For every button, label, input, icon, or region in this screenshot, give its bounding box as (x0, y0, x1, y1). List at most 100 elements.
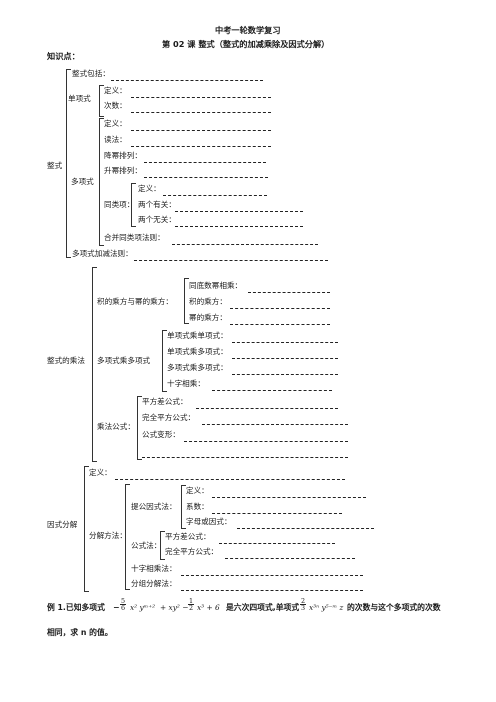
chengfa-gongshi-brace (137, 396, 142, 460)
shizi-blank[interactable] (212, 390, 332, 391)
example-mid: 是六次四项式,单项式 (226, 603, 300, 612)
example-fraction-2: 1 2 (188, 597, 195, 613)
fraction-2-denominator: 2 (189, 604, 194, 613)
zhengshi-baokuo-label: 整式包括： (72, 69, 110, 78)
yinshi-pingfangcha-blank[interactable] (219, 543, 335, 544)
duo-brace (162, 330, 167, 392)
tigong-zimu-label: 字母或因式： (186, 517, 232, 526)
example-term-3: x³ + 6 (197, 603, 220, 612)
yinshi-gongshi-brace (160, 531, 165, 560)
chengfa-brace (92, 267, 97, 462)
danxiangshi-label: 单项式 (68, 94, 91, 103)
hebing-blank[interactable] (172, 244, 318, 245)
tigong-label: 提公因式法： (131, 502, 177, 511)
bianxing-label: 公式变形： (142, 430, 180, 439)
yinshi-gongshi-label: 公式法： (131, 541, 162, 550)
duoxiangshi-dufa-label: 读法： (104, 135, 127, 144)
pingfangcha-blank[interactable] (196, 408, 338, 409)
fraction-2-numerator: 1 (188, 597, 195, 606)
danxiangshi-cishu-label: 次数： (104, 101, 127, 110)
ji-cheng-brace (184, 278, 189, 324)
danxiangshi-dingyi-blank[interactable] (131, 97, 271, 98)
jide-blank[interactable] (230, 308, 330, 309)
yinshi-brace (84, 466, 89, 592)
jide-label: 积的乘方： (189, 297, 227, 306)
tongleixiang-dingyi-blank[interactable] (163, 195, 267, 196)
example-term-4: x³ⁿ y⁵⁻ᵐ z (309, 603, 344, 612)
tongleixiang-label: 同类项： (104, 200, 135, 209)
duo-label: 多项式乘多项式 (97, 356, 151, 365)
tigong-dingyi-blank[interactable] (212, 497, 366, 498)
dan-duo-blank[interactable] (232, 358, 338, 359)
tigong-dingyi-label: 定义： (186, 486, 209, 495)
tongleixiang-brace (131, 183, 136, 227)
yinshi-dingyi-blank[interactable] (115, 479, 345, 480)
yinshi-wanquan-blank[interactable] (225, 558, 355, 559)
wanquan-label: 完全平方公式： (142, 413, 196, 422)
yinshi-shizi-blank[interactable] (181, 575, 363, 576)
fenzu-label: 分组分解法： (131, 579, 177, 588)
duoxiangshi-shengmi-blank[interactable] (144, 177, 268, 178)
duoxiangshi-label: 多项式 (71, 177, 94, 186)
zhengshi-root-label: 整式 (47, 161, 63, 170)
tigong-brace (181, 485, 186, 529)
chengfa-gongshi-label: 乘法公式： (97, 422, 135, 431)
jiajian-blank[interactable] (134, 260, 328, 261)
bianxing-blank-1[interactable] (184, 441, 348, 442)
yinshi-dingyi-label: 定义： (89, 468, 112, 477)
minus-sign: − (113, 603, 120, 612)
fraction-3-numerator: 2 (300, 597, 307, 606)
fraction-3-denominator: 3 (301, 604, 306, 613)
chengfa-root-label: 整式的乘法 (47, 356, 85, 365)
example-suffix: 的次数与这个多项式的次数 (347, 603, 441, 612)
example-term-1: x² yᵐ⁺² (130, 603, 156, 612)
duoxiangshi-dingyi-label: 定义： (104, 119, 127, 128)
dan-duo-label: 单项式乘多项式： (167, 347, 228, 356)
bianxing-blank-2[interactable] (142, 457, 348, 458)
lesson-subtitle: 第 02 课 整式（整式的加减乘除及因式分解） (162, 39, 330, 49)
example-prefix: 例 1.已知多项式 (47, 603, 105, 612)
mide-blank[interactable] (230, 324, 330, 325)
duo-duo-blank[interactable] (232, 374, 338, 375)
wanquan-blank[interactable] (202, 424, 348, 425)
tongdi-label: 同底数幂相乘： (189, 281, 243, 290)
duoxiangshi-dingyi-blank[interactable] (131, 130, 271, 131)
duoxiangshi-jiangmi-blank[interactable] (144, 162, 266, 163)
fangfa-label: 分解方法： (89, 531, 127, 540)
tongleixiang-wuguan-label: 两个无关： (138, 215, 176, 224)
zhengshi-baokuo-blank[interactable] (111, 80, 263, 81)
tongleixiang-youguan-blank[interactable] (175, 211, 303, 212)
danxiangshi-cishu-blank[interactable] (131, 112, 271, 113)
shizi-label: 十字相乘： (167, 379, 205, 388)
danxiangshi-brace (99, 85, 104, 117)
example-fraction-1: 5 6 (120, 597, 127, 613)
tongleixiang-dingyi-label: 定义： (138, 184, 161, 193)
duoxiangshi-brace (99, 118, 104, 246)
doc-title: 中考一轮数学复习 (215, 25, 281, 35)
dan-dan-blank[interactable] (232, 342, 338, 343)
jiajian-label: 多项式加减法则： (72, 249, 133, 258)
duoxiangshi-jiangmi-label: 降幂排列： (104, 151, 142, 160)
tigong-xishu-label: 系数： (186, 502, 209, 511)
danxiangshi-dingyi-label: 定义： (104, 86, 127, 95)
example-fraction-3: 2 3 (300, 597, 307, 613)
fraction-1-denominator: 6 (121, 604, 126, 613)
ji-cheng-label: 积的乘方与幂的乘方： (97, 297, 173, 306)
yinshi-shizi-label: 十字相乘法： (131, 564, 177, 573)
yinshi-root-label: 因式分解 (47, 520, 78, 529)
mide-label: 幂的乘方： (189, 313, 227, 322)
duoxiangshi-dufa-blank[interactable] (131, 146, 271, 147)
tigong-xishu-blank[interactable] (212, 513, 342, 514)
yinshi-wanquan-label: 完全平方公式： (165, 547, 219, 556)
tongdi-blank[interactable] (248, 292, 330, 293)
fangfa-brace (125, 484, 130, 590)
zhengshi-brace (66, 69, 71, 258)
duoxiangshi-shengmi-label: 升幂排列： (104, 166, 142, 175)
fenzu-blank[interactable] (181, 590, 363, 591)
tongleixiang-wuguan-blank[interactable] (175, 226, 303, 227)
yinshi-pingfangcha-label: 平方差公式： (165, 532, 211, 541)
fraction-1-numerator: 5 (120, 597, 127, 606)
tongleixiang-youguan-label: 两个有关： (138, 200, 176, 209)
dan-dan-label: 单项式乘单项式： (167, 331, 228, 340)
tigong-zimu-blank[interactable] (237, 528, 374, 529)
